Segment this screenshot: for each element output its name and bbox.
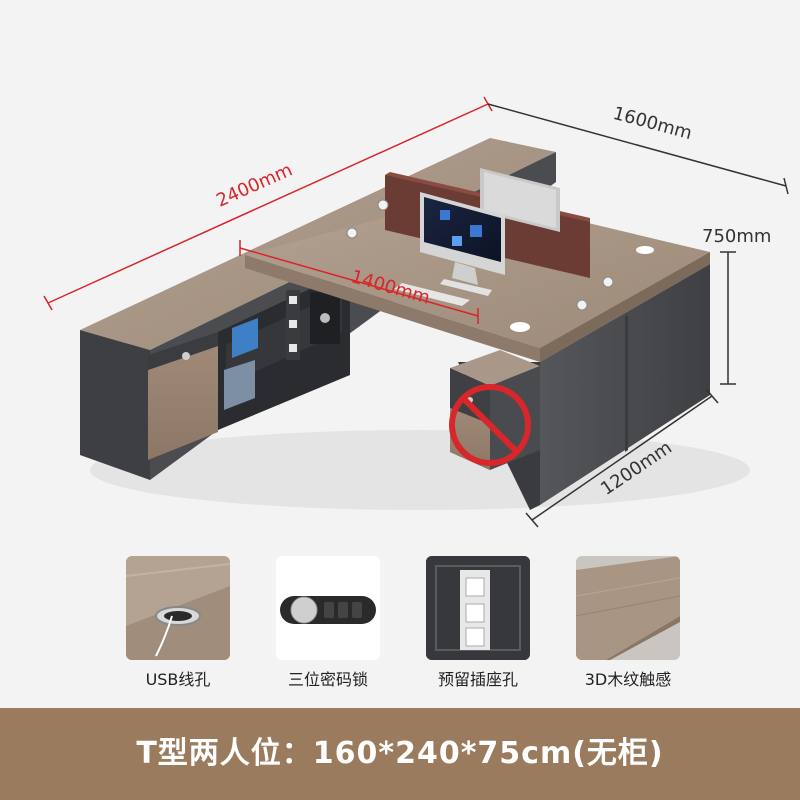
feature-label-lock: 三位密码锁 [287,670,368,689]
feature-thumb-usb [126,556,230,660]
feature-thumb-wood [576,556,680,660]
coffee-cup [510,322,530,332]
feature-thumb-lock [276,556,380,660]
combination-lock-icon [276,556,380,660]
banner-title: T型两人位：160*240*75cm(无柜) [136,736,664,771]
desk-product-image [43,96,789,528]
wood-grain-icon [576,556,680,660]
feature-label-wood: 3D木纹触感 [584,670,672,689]
dimension-lines [43,96,789,528]
power-socket-icon [426,556,530,660]
spec-banner: T型两人位：160*240*75cm(无柜) [0,708,800,800]
feature-label-usb: USB线孔 [145,670,211,689]
usb-grommet-icon [126,556,230,660]
prohibited-icon [449,384,531,466]
keyboard [394,283,470,306]
front-monitor [420,192,505,296]
feature-label-socket: 预留插座孔 [437,670,518,689]
feature-thumb-socket [426,556,530,660]
mobile-pedestal [449,350,540,470]
dimension-750: 750mm [702,226,772,247]
